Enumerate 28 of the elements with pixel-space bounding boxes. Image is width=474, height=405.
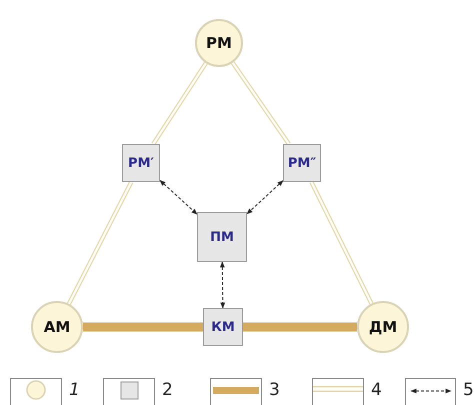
legend-label: 1 — [69, 380, 80, 400]
process-box — [203, 308, 243, 346]
process-box — [197, 212, 247, 262]
legend-label: 2 — [162, 380, 173, 400]
process-box — [283, 144, 321, 182]
node-label: РМ″ — [288, 156, 316, 170]
node-label: РМ′ — [128, 156, 154, 170]
dashed-arrow — [246, 180, 284, 214]
thick-line — [83, 322, 203, 332]
node-label: ДМ — [368, 318, 398, 336]
legend-label: 4 — [371, 380, 382, 400]
legend-label: 5 — [463, 380, 474, 400]
node-label: ПМ — [210, 230, 234, 244]
double-line — [66, 181, 134, 305]
node-label: РМ — [206, 34, 232, 52]
circle-node — [31, 301, 83, 353]
legend-label: 3 — [269, 380, 280, 400]
double-line — [309, 181, 374, 305]
circle-node — [357, 301, 409, 353]
double-line — [151, 62, 208, 146]
node-label: АМ — [44, 318, 70, 336]
node-label: КМ — [211, 320, 235, 334]
dashed-arrow — [160, 180, 198, 215]
thick-line — [243, 322, 357, 332]
double-line — [230, 61, 291, 146]
process-box — [122, 144, 160, 182]
circle-node — [195, 19, 243, 67]
dashed-arrow — [220, 261, 226, 309]
